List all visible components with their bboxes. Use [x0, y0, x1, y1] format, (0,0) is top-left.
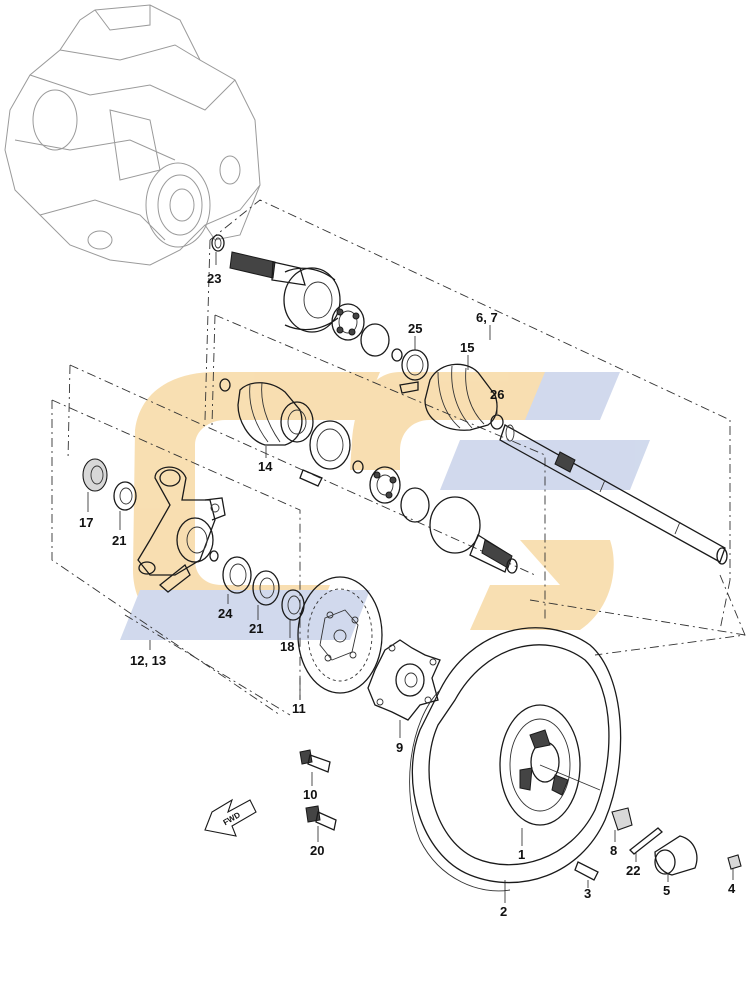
callout-4: 4 — [728, 881, 736, 896]
transaxle-housing — [4, 4, 261, 266]
bearing-24 — [222, 556, 252, 604]
rim-1 — [499, 704, 601, 846]
callout-11: 11 — [292, 701, 306, 716]
snap-ring-23 — [211, 234, 225, 265]
axle-shaft — [499, 424, 728, 565]
callout-14: 14 — [258, 459, 273, 474]
callout-10: 10 — [303, 787, 317, 802]
watermark-logo — [120, 372, 650, 640]
inner-bearing — [352, 460, 401, 504]
knuckle-12-13 — [137, 466, 226, 593]
callout-3: 3 — [584, 886, 591, 901]
hub-9 — [367, 639, 441, 738]
bolt-20 — [305, 805, 337, 842]
ring-25 — [391, 336, 429, 394]
bearing-cage — [331, 303, 365, 341]
callout-6-7: 6, 7 — [476, 310, 498, 325]
nut-4 — [727, 854, 742, 880]
callout-18: 18 — [280, 639, 294, 654]
callout-21-upper: 21 — [112, 533, 126, 548]
callout-22: 22 — [626, 863, 640, 878]
callout-26: 26 — [490, 387, 504, 402]
valve-3 — [574, 861, 599, 888]
cv-joint-inner-stub — [429, 496, 518, 574]
cv-housing-ring — [299, 420, 351, 487]
assembly-outline-6-7 — [204, 199, 731, 631]
callout-21-lower: 21 — [249, 621, 263, 636]
callout-20: 20 — [310, 843, 324, 858]
inner-boot-14 — [219, 378, 314, 458]
fwd-arrow-icon — [204, 798, 257, 837]
assembly-outline-inner-joint — [211, 314, 546, 620]
circlip-upper — [360, 323, 390, 357]
assembly-outline-wheel — [529, 574, 746, 656]
ring-21-lower — [252, 570, 280, 620]
callout-15: 15 — [460, 340, 474, 355]
brake-disc-11 — [297, 576, 383, 700]
callout-17: 17 — [79, 515, 93, 530]
circlip-inner — [400, 487, 430, 523]
callout-12-13: 12, 13 — [130, 653, 166, 668]
callout-24: 24 — [218, 606, 233, 621]
cv-joint-outer-stub — [229, 251, 341, 333]
callout-5: 5 — [663, 883, 670, 898]
ring-21-upper — [113, 481, 137, 530]
callout-2: 2 — [500, 904, 507, 919]
seal-17 — [82, 458, 108, 512]
callout-23: 23 — [207, 271, 221, 286]
hub-cap-5 — [654, 835, 698, 882]
nut-8 — [611, 807, 633, 842]
callout-1: 1 — [518, 847, 525, 862]
snap-pin-knuckle — [209, 550, 219, 562]
callout-8: 8 — [610, 843, 617, 858]
bolt-10 — [299, 749, 331, 786]
callout-9: 9 — [396, 740, 403, 755]
cotter-pin-22 — [629, 827, 663, 862]
callout-25: 25 — [408, 321, 422, 336]
tire-2 — [409, 627, 622, 903]
ring-26 — [490, 402, 504, 430]
